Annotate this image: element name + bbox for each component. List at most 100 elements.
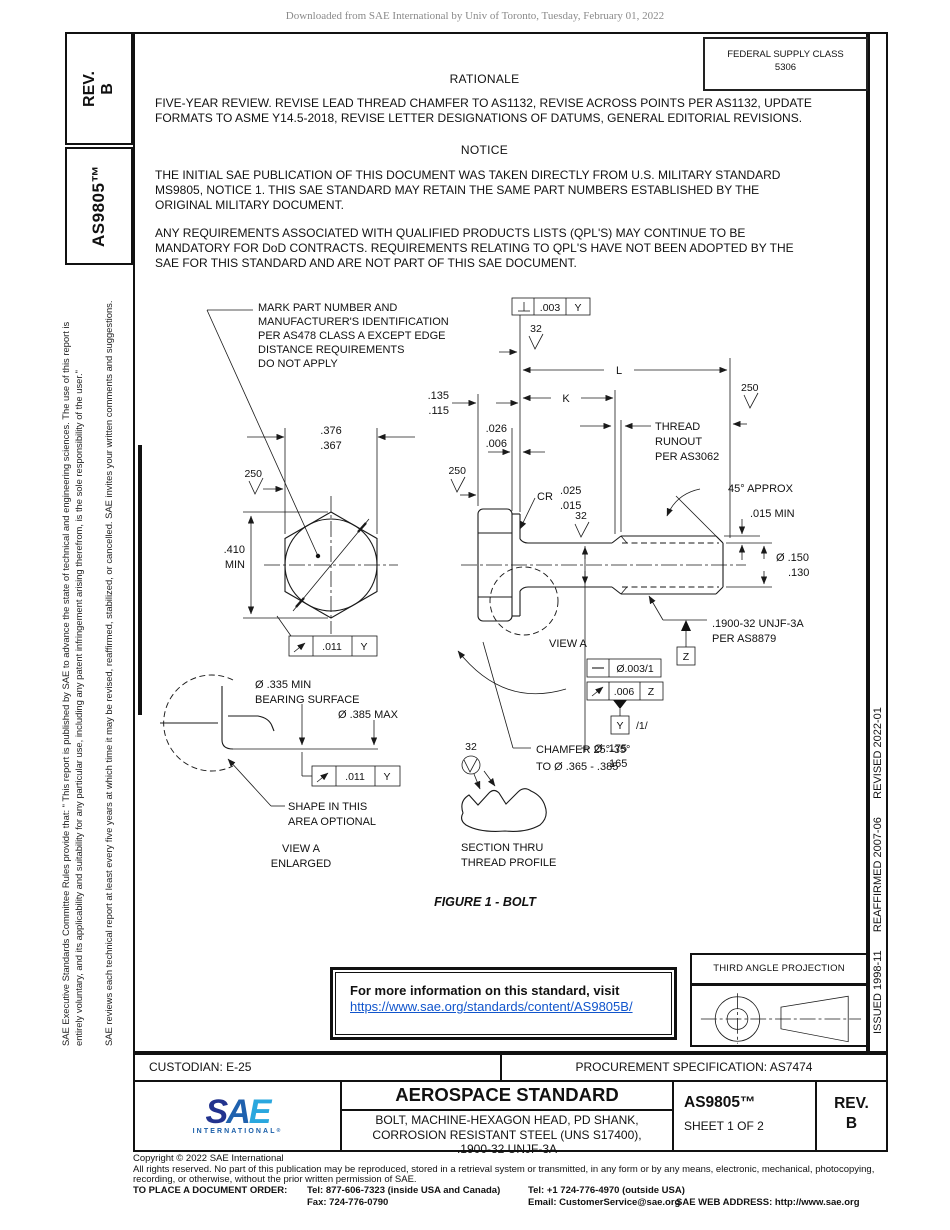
fcf-thread-runout-tol: .006: [614, 686, 635, 698]
bearing-surface-note: BEARING SURFACE: [255, 694, 360, 706]
thread-runout-line1: THREAD: [655, 421, 700, 433]
fcf-bearing-runout-tol: .011: [345, 771, 365, 783]
dim-chamfer-angle: 45° APPROX: [728, 483, 794, 495]
dim-end-dia-max: Ø .150: [776, 552, 809, 564]
view-a-enlarged-label1: VIEW A: [282, 843, 321, 855]
web-address: SAE WEB ADDRESS: http://www.sae.org: [676, 1197, 860, 1208]
dim-grip-K: K: [562, 393, 570, 405]
doc-number-vertical: AS9805™: [89, 165, 108, 247]
mark-note-line3: PER AS478 CLASS A EXCEPT EDGE: [258, 330, 446, 342]
notice-para2: ANY REQUIREMENTS ASSOCIATED WITH QUALIFI…: [155, 226, 794, 271]
revision-history-strip: [868, 32, 888, 1053]
bearing-dia-note: Ø .335 MIN: [255, 679, 311, 691]
federal-supply-class-box: FEDERAL SUPPLY CLASS 5306: [703, 37, 868, 91]
dim-across-flats-min: .367: [320, 440, 341, 452]
thread-callout: .1900-32 UNJF-3A: [712, 618, 804, 630]
view-a-boundary-circle: [489, 566, 559, 636]
sae-disclaimer-text: SAE Executive Standards Committee Rules …: [60, 321, 84, 1046]
fax-number: Fax: 724-776-0790: [307, 1197, 389, 1208]
doc-number-cell: AS9805™ SHEET 1 OF 2: [672, 1080, 817, 1152]
tel-outside: Tel: +1 724-776-4970 (outside USA): [528, 1185, 685, 1196]
standard-link[interactable]: https://www.sae.org/standards/content/AS…: [350, 999, 633, 1014]
third-angle-projection-box: THIRD ANGLE PROJECTION: [690, 953, 868, 1047]
datum-z-label: Z: [683, 651, 690, 663]
title-block-doc-number: AS9805™: [684, 1094, 756, 1111]
download-notice: Downloaded from SAE International by Uni…: [285, 10, 665, 22]
hex-head-front-view: .376 .367 .410 MIN 250 .011 Y: [224, 425, 415, 657]
sae-review-text: SAE reviews each technical report at lea…: [103, 300, 114, 1046]
view-a-enlarged-detail: .011 Y Ø .335 MIN BEARING SURFACE Ø .385…: [160, 674, 401, 870]
dim-head-height-min: .115: [428, 405, 449, 417]
chamfer-note-line2: TO Ø .365 - .385: [536, 761, 618, 773]
third-angle-symbol: [700, 993, 862, 1044]
rationale-heading: RATIONALE: [449, 72, 520, 86]
order-label: TO PLACE A DOCUMENT ORDER:: [133, 1185, 288, 1196]
datum-note: /1/: [636, 720, 648, 732]
info-box-text: For more information on this standard, v…: [350, 983, 620, 998]
sae-logo: SAE INTERNATIONAL®: [192, 1093, 283, 1135]
rev-box: REV. B: [65, 32, 133, 145]
dim-shank-dia-max: Ø .175: [594, 743, 627, 755]
fcf-bearing-runout-datum: Y: [383, 771, 390, 783]
info-box: For more information on this standard, v…: [330, 967, 677, 1040]
bearing-max-note: Ø .385 MAX: [338, 709, 399, 721]
perpendicularity-icon: [518, 302, 530, 312]
finish-250-thread: 250: [741, 382, 759, 394]
chamfer-note-line1: CHAMFER 25°-35°: [536, 744, 630, 756]
sheet-number: SHEET 1 OF 2: [684, 1119, 764, 1133]
procurement-cell: PROCUREMENT SPECIFICATION: AS7474: [500, 1053, 888, 1082]
main-frame: [133, 32, 868, 1053]
section-label-line2: THREAD PROFILE: [461, 857, 556, 869]
notice-para1: THE INITIAL SAE PUBLICATION OF THIS DOCU…: [155, 168, 781, 213]
datum-y-label: Y: [616, 720, 623, 732]
finish-32-thread: 32: [465, 741, 477, 753]
fcf-thread-runout-datum: Z: [648, 686, 655, 698]
federal-supply-class-value: 5306: [774, 62, 797, 73]
fcf-hex-runout-datum: Y: [360, 641, 367, 653]
thread-section-detail: 32 SECTION THRU THREAD PROFILE: [460, 741, 556, 869]
custodian-cell: CUSTODIAN: E-25: [133, 1053, 502, 1082]
circular-runout-icon: [591, 686, 604, 697]
copyright-line: Copyright © 2022 SAE International: [133, 1153, 284, 1164]
doc-number-box: AS9805™: [65, 147, 133, 265]
document-subtitle: BOLT, MACHINE-HEXAGON HEAD, PD SHANK, CO…: [372, 1113, 642, 1156]
mark-note-line2: MANUFACTURER'S IDENTIFICATION: [258, 316, 449, 328]
rev-label: REV.: [81, 70, 98, 107]
shape-note-line2: AREA OPTIONAL: [288, 816, 376, 828]
title-block-rev-label: REV.: [834, 1095, 869, 1112]
dim-fillet-min: .015: [560, 500, 581, 512]
rev-value: B: [99, 82, 116, 95]
thread-runout-line3: PER AS3062: [655, 451, 719, 463]
dim-head-height-max: .135: [428, 390, 449, 402]
logo-subtext: INTERNATIONAL: [192, 1128, 277, 1135]
third-angle-projection-title: THIRD ANGLE PROJECTION: [692, 955, 866, 986]
circular-runout-icon: [316, 772, 329, 783]
figure-caption: FIGURE 1 - BOLT: [434, 895, 537, 909]
email-address: Email: CustomerService@sae.org: [528, 1197, 681, 1208]
dim-end-dia-min: .130: [788, 567, 809, 579]
fcf-perp-tol: .003: [540, 302, 561, 314]
title-block-rev-value: B: [845, 1115, 858, 1132]
mark-note-line4: DISTANCE REQUIREMENTS: [258, 344, 404, 356]
rights-text: All rights reserved. No part of this pub…: [133, 1163, 875, 1186]
fcf-hex-runout-tol: .011: [322, 641, 342, 653]
dim-across-corners-min: MIN: [225, 559, 245, 571]
figure-1-bolt-drawing: MARK PART NUMBER AND MANUFACTURER'S IDEN…: [138, 297, 809, 909]
logo-reg-mark: ®: [276, 1128, 283, 1134]
shape-note-line1: SHAPE IN THIS: [288, 801, 367, 813]
view-a-label: VIEW A: [549, 638, 588, 650]
revision-history-text: ISSUED 1998-11 REAFFIRMED 2007-06 REVISE…: [872, 707, 884, 1034]
bolt-side-view: VIEW A: [457, 508, 746, 695]
dim-across-flats-max: .376: [320, 425, 341, 437]
document-type-heading: AEROSPACE STANDARD: [342, 1082, 672, 1111]
thread-spec: PER AS8879: [712, 633, 776, 645]
dim-end-clearance: .015 MIN: [750, 508, 795, 520]
dim-fillet-max: .025: [560, 485, 581, 497]
datum-z-triangle: [681, 620, 691, 631]
datum-y-triangle: [613, 700, 627, 709]
finish-32-shank: 32: [575, 510, 587, 522]
title-cell: AEROSPACE STANDARD BOLT, MACHINE-HEXAGON…: [340, 1080, 674, 1156]
rationale-body: FIVE-YEAR REVIEW. REVISE LEAD THREAD CHA…: [155, 96, 812, 126]
thread-runout-line2: RUNOUT: [655, 436, 702, 448]
procurement-text: PROCUREMENT SPECIFICATION: AS7474: [575, 1060, 813, 1074]
